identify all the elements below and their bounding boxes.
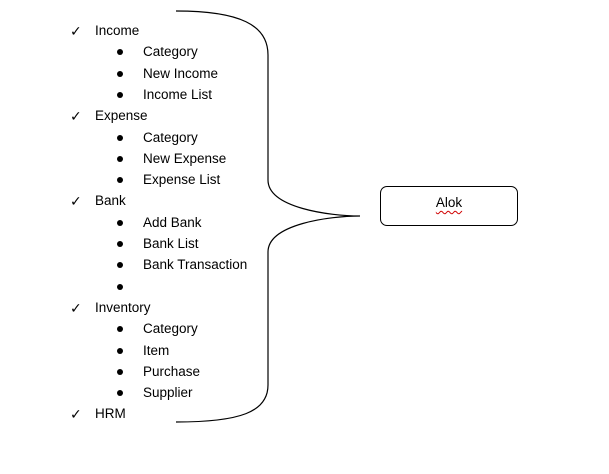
bullet-icon <box>117 219 123 226</box>
menu-subitem-label: Bank List <box>143 236 199 251</box>
menu-subitem-label: Supplier <box>143 385 193 401</box>
alok-node-box: Alok <box>380 186 518 226</box>
check-icon: ✓ <box>70 193 82 210</box>
bullet-icon <box>117 91 123 98</box>
bullet-icon <box>117 177 123 184</box>
bullet-icon <box>117 155 123 162</box>
menu-group-label: Bank <box>95 193 126 209</box>
menu-subitem-label: Add Bank <box>143 214 202 230</box>
brace-path <box>175 10 361 423</box>
check-icon: ✓ <box>70 23 82 39</box>
bullet-icon <box>117 134 123 141</box>
bullet-icon <box>117 326 123 333</box>
menu-subitem-label: Bank Transaction <box>143 257 248 273</box>
menu-subitem-label: New Income <box>143 65 219 81</box>
bullet-icon <box>117 390 123 397</box>
menu-group-label: Income <box>95 23 140 38</box>
bullet-icon <box>117 262 123 269</box>
menu-group-label: Inventory <box>95 299 151 315</box>
menu-group-label: HRM <box>95 406 126 422</box>
bullet-icon <box>117 49 123 56</box>
menu-subitem-label: Category <box>143 321 198 337</box>
check-icon: ✓ <box>70 108 82 125</box>
menu-group-label: Expense <box>95 108 148 124</box>
menu-subitem-label: Expense List <box>143 172 221 188</box>
bullet-icon <box>117 283 123 290</box>
check-icon: ✓ <box>70 299 82 316</box>
menu-subitem-label: Purchase <box>143 363 201 379</box>
bullet-icon <box>117 70 123 77</box>
node-label: Alok <box>435 195 463 210</box>
menu-subitem-label: Category <box>143 129 198 145</box>
menu-subitem-label: Category <box>143 44 198 60</box>
bullet-icon <box>117 241 123 247</box>
bullet-icon <box>117 368 123 375</box>
menu-subitem-label: Item <box>143 342 170 358</box>
bullet-icon <box>117 347 123 354</box>
check-icon: ✓ <box>70 406 82 423</box>
menu-subitem-label: Income List <box>143 86 213 102</box>
menu-subitem-label: New Expense <box>143 150 227 166</box>
